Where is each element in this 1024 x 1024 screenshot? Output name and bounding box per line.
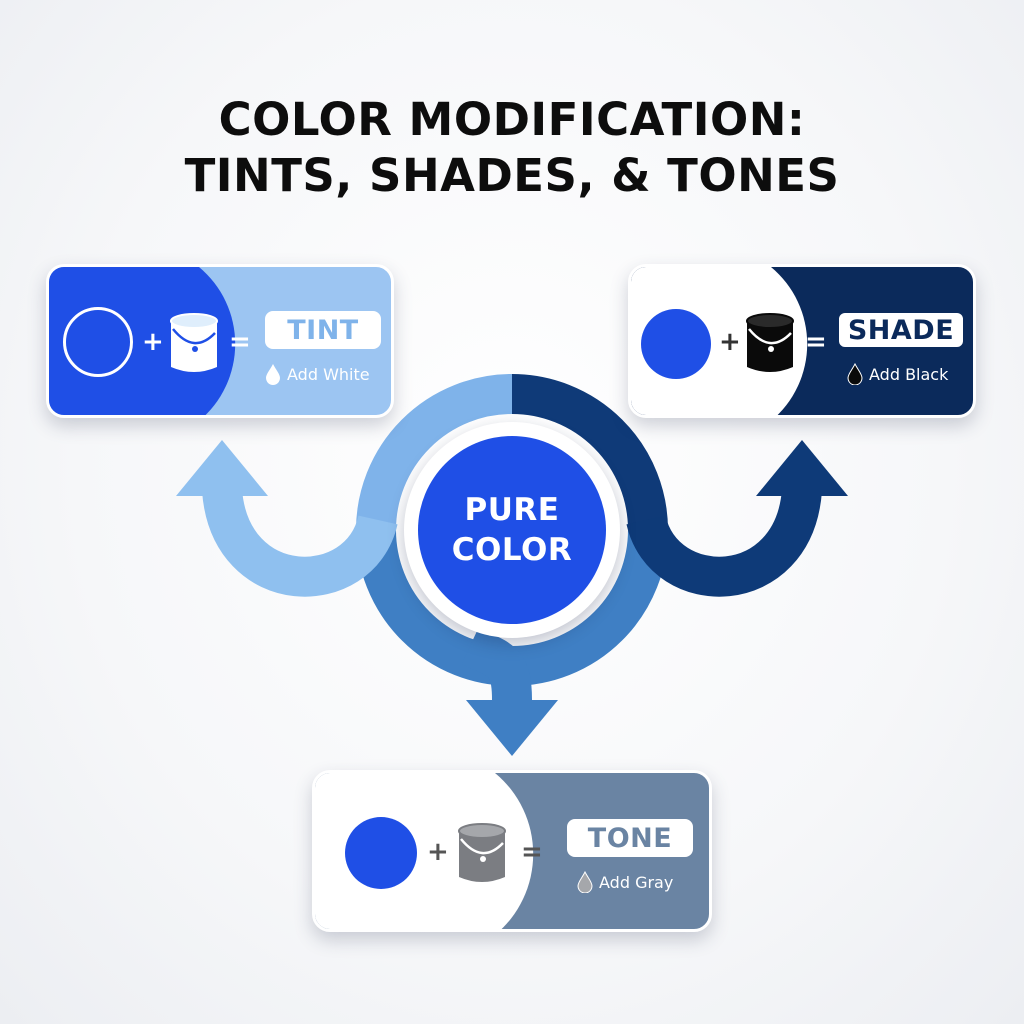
add-gray-label: Add Gray [599,872,674,892]
pure-color-line-1: PURE [464,492,560,528]
tint-arrow-head [176,440,268,496]
tint-card: + = TINT Add White [46,264,394,418]
equals-sign: = [521,837,543,867]
tint-label: TINT [265,311,381,349]
tint-card-background [49,267,236,415]
black-paint-bucket-icon [746,313,794,372]
shade-arrow-path [626,487,822,597]
shade-arrow-head [756,440,848,496]
pure-color-swatch [345,817,417,889]
add-black-text: Add Black [847,363,948,385]
shade-card: + = SHADE Add Black [628,264,976,418]
tone-card-background [315,773,534,929]
white-paint-bucket-icon [170,313,218,372]
pure-color-line-2: COLOR [451,532,573,568]
equals-sign: = [805,327,827,357]
ring-right-arc [511,374,668,531]
tint-arrow-path [202,487,398,597]
tone-label: TONE [567,819,693,857]
diagram-title: COLOR MODIFICATION: TINTS, SHADES, & TON… [0,92,1024,204]
tone-arrow-path [461,627,532,701]
pure-color-badge: PURE COLOR [404,422,620,638]
shade-label: SHADE [837,311,965,349]
gray-paint-bucket-icon [458,823,506,882]
plus-sign: + [142,327,164,357]
tone-card: + = TONE Add Gray [312,770,712,932]
pure-color-swatch [641,309,711,379]
plus-sign: + [719,327,741,357]
title-line-2: TINTS, SHADES, & TONES [184,149,840,202]
pure-color-swatch [63,307,133,377]
title-line-1: COLOR MODIFICATION: [218,93,806,146]
equals-sign: = [229,327,251,357]
pure-color-circle: PURE COLOR [418,436,606,624]
add-gray-text: Add Gray [577,871,673,893]
tone-arrow-head [466,700,558,756]
ring-left-arc [356,374,513,531]
add-white-label: Add White [287,364,370,384]
droplet-icon [577,871,593,893]
add-white-text: Add White [265,363,370,385]
add-black-label: Add Black [869,364,949,384]
droplet-icon [266,364,280,385]
plus-sign: + [427,837,449,867]
droplet-icon [847,363,863,385]
